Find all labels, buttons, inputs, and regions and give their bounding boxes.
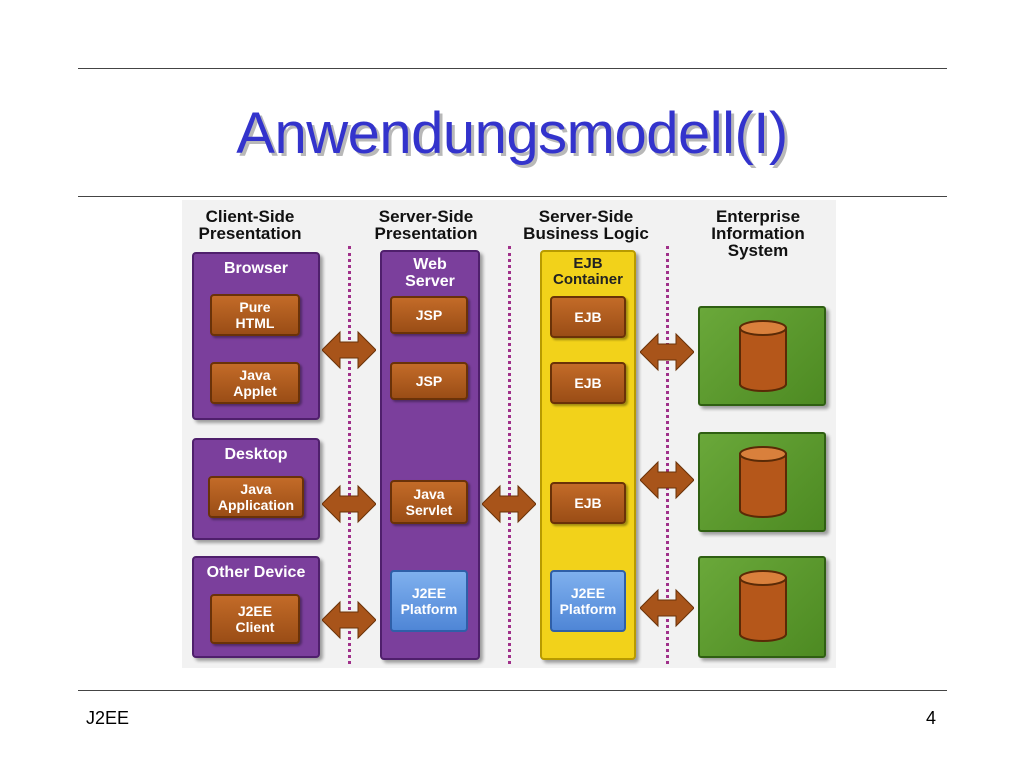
platform-label-line: J2EE xyxy=(411,585,447,601)
j2ee-architecture-diagram: Client-Side Presentation Server-Side Pre… xyxy=(182,200,836,668)
column-heading-line: Server-Side xyxy=(378,207,474,226)
column-heading-line: Presentation xyxy=(198,224,302,243)
slide-title: Anwendungsmodell(I) xyxy=(236,101,788,166)
column-heading-client-side: Client-Side Presentation xyxy=(182,208,318,242)
ejb-component: EJB xyxy=(550,296,626,338)
tier-separator-line xyxy=(508,246,511,664)
j2ee-platform-block: J2EE Platform xyxy=(390,570,468,632)
database-cylinder-icon xyxy=(739,320,787,392)
java-applet-component: Java Applet xyxy=(210,362,300,404)
other-device-label: Other Device xyxy=(206,564,306,581)
bidirectional-arrow-icon xyxy=(322,484,376,524)
component-label: JSP xyxy=(415,307,443,323)
web-server-panel: Web Server JSP JSP Java Servlet J2EE Pla… xyxy=(380,250,480,660)
ejb-container-label: EJB Container xyxy=(542,256,634,288)
eis-panel xyxy=(698,556,826,658)
component-label-line: Java xyxy=(239,367,271,383)
platform-label-line: J2EE xyxy=(570,585,606,601)
bidirectional-arrow-icon xyxy=(640,332,694,372)
database-cylinder-icon xyxy=(739,570,787,642)
component-label-line: Servlet xyxy=(405,502,453,518)
jsp-component: JSP xyxy=(390,362,468,400)
footer-label: J2EE xyxy=(86,708,130,728)
page-number: 4 xyxy=(925,708,936,728)
component-label: EJB xyxy=(574,375,602,391)
platform-label-line: Platform xyxy=(559,601,617,617)
panel-label-line: Web xyxy=(413,256,447,273)
ejb-component: EJB xyxy=(550,482,626,524)
web-server-label: Web Server xyxy=(382,256,478,290)
column-heading-line: Server-Side xyxy=(538,207,634,226)
ejb-component: EJB xyxy=(550,362,626,404)
column-heading-line: Enterprise xyxy=(715,207,801,226)
component-label: EJB xyxy=(574,495,602,511)
component-label-line: J2EE xyxy=(237,603,273,619)
bidirectional-arrow-icon xyxy=(640,588,694,628)
java-servlet-component: Java Servlet xyxy=(390,480,468,524)
browser-label: Browser xyxy=(223,260,289,277)
component-label-line: Application xyxy=(217,497,295,513)
component-label-line: Applet xyxy=(233,383,277,399)
bidirectional-arrow-icon xyxy=(322,330,376,370)
database-cylinder-icon xyxy=(739,446,787,518)
desktop-panel: Desktop Java Application xyxy=(192,438,320,540)
column-heading-line: Business Logic xyxy=(523,224,649,243)
component-label-line: Java xyxy=(240,481,272,497)
eis-panel xyxy=(698,432,826,532)
jsp-component: JSP xyxy=(390,296,468,334)
panel-label-line: Container xyxy=(552,271,623,288)
bidirectional-arrow-icon xyxy=(482,484,536,524)
component-label-line: HTML xyxy=(235,315,275,331)
browser-panel: Browser Pure HTML Java Applet xyxy=(192,252,320,420)
column-heading-business-logic: Server-Side Business Logic xyxy=(502,208,670,242)
column-heading-line: Presentation xyxy=(374,224,478,243)
bidirectional-arrow-icon xyxy=(640,460,694,500)
top-rule xyxy=(78,68,947,69)
component-label-line: Pure xyxy=(239,299,271,315)
java-application-component: Java Application xyxy=(208,476,304,518)
component-label-line: Java xyxy=(413,486,445,502)
column-heading-line: Information xyxy=(711,224,805,243)
platform-label-line: Platform xyxy=(400,601,458,617)
panel-label-line: Server xyxy=(405,273,455,290)
tier-separator-line xyxy=(348,246,351,664)
eis-panel xyxy=(698,306,826,406)
j2ee-client-component: J2EE Client xyxy=(210,594,300,644)
ejb-container-panel: EJB Container EJB EJB EJB J2EE Platform xyxy=(540,250,636,660)
component-label: EJB xyxy=(574,309,602,325)
pure-html-component: Pure HTML xyxy=(210,294,300,336)
column-heading-line: System xyxy=(727,241,789,260)
j2ee-platform-block: J2EE Platform xyxy=(550,570,626,632)
panel-label-line: EJB xyxy=(573,255,603,272)
title-rule xyxy=(78,196,947,197)
column-heading-line: Client-Side xyxy=(205,207,295,226)
footer-rule xyxy=(78,690,947,691)
column-heading-server-presentation: Server-Side Presentation xyxy=(358,208,494,242)
other-device-panel: Other Device J2EE Client xyxy=(192,556,320,658)
desktop-label: Desktop xyxy=(224,446,288,463)
component-label: JSP xyxy=(415,373,443,389)
tier-separator-line xyxy=(666,246,669,664)
column-heading-eis: Enterprise Information System xyxy=(688,208,828,259)
bidirectional-arrow-icon xyxy=(322,600,376,640)
component-label-line: Client xyxy=(235,619,275,635)
